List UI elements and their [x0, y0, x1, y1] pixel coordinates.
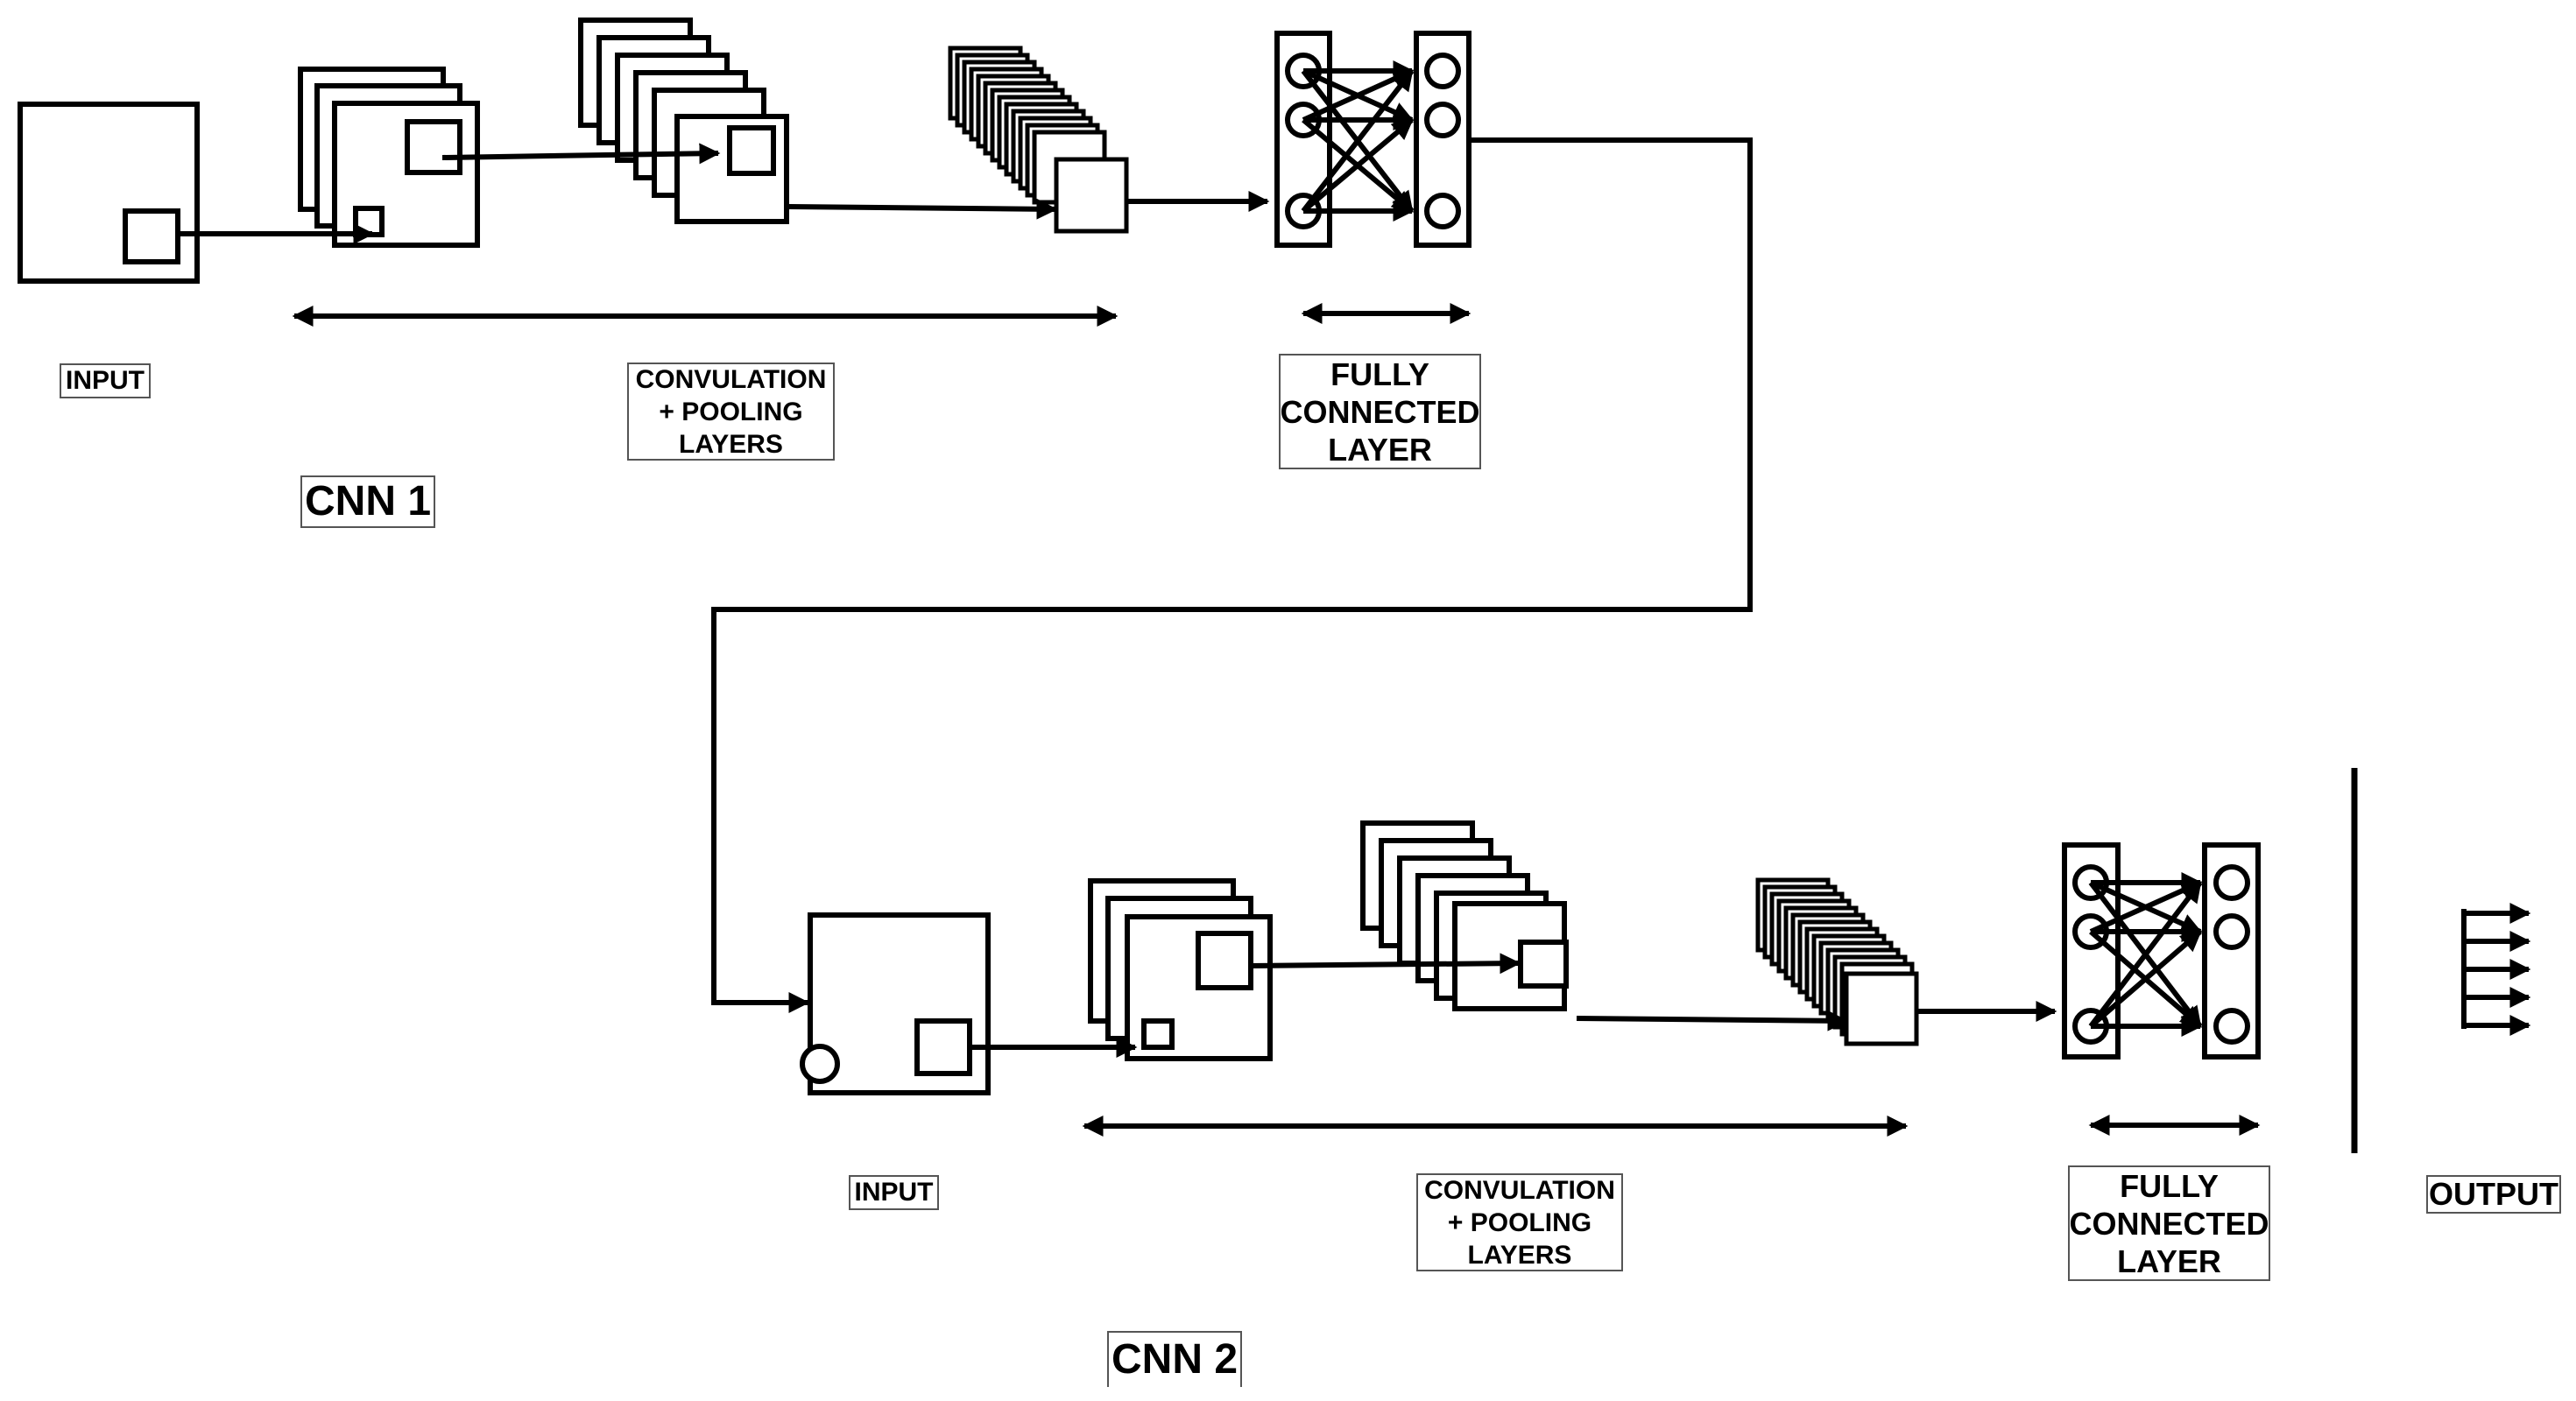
- cnn1-conv-stack-2: [578, 18, 789, 224]
- cnn2-conv-pooling-label: CONVULATION + POOLING LAYERS: [1416, 1173, 1623, 1271]
- cnn2-feature-maps: [1755, 877, 1919, 1046]
- cnn2-input-label: INPUT: [849, 1175, 939, 1210]
- cnn2-title: CNN 2: [1107, 1331, 1242, 1387]
- cnn1-span-arrows: [292, 303, 1471, 327]
- cnn2-connections: [970, 872, 2203, 1058]
- cnn1-conv-stack-1: [298, 67, 480, 248]
- cnn2-conv-stack-2: [1360, 820, 1569, 1011]
- cnn1-input-filter: [123, 208, 180, 264]
- cnn1-title: CNN 1: [300, 475, 435, 528]
- cnn2-input-filter: [914, 1018, 972, 1076]
- cnn1-feature-maps: [948, 46, 1129, 234]
- cnn2-span-arrows: [1082, 1115, 2261, 1137]
- cnn2-fully-connected-label: FULLY CONNECTED LAYER: [2068, 1165, 2270, 1281]
- output-arrows-icon: [2461, 903, 2531, 1036]
- cnn1-input-label: INPUT: [60, 363, 151, 398]
- cnn1-connections: [178, 60, 1415, 244]
- cnn1-conv-pooling-label: CONVULATION + POOLING LAYERS: [627, 363, 835, 461]
- cnn1-fully-connected-label: FULLY CONNECTED LAYER: [1279, 354, 1481, 469]
- cnn2-group: [800, 820, 2261, 1095]
- cnn2-conv-stack-1: [1088, 878, 1273, 1061]
- cnn2-input-marker: [800, 1044, 840, 1084]
- cnn1-group: [18, 18, 1471, 284]
- cnn1-input-image: [18, 102, 200, 284]
- output-label: OUTPUT: [2426, 1175, 2561, 1214]
- cnn1-to-cnn2-connector: [711, 137, 1753, 1013]
